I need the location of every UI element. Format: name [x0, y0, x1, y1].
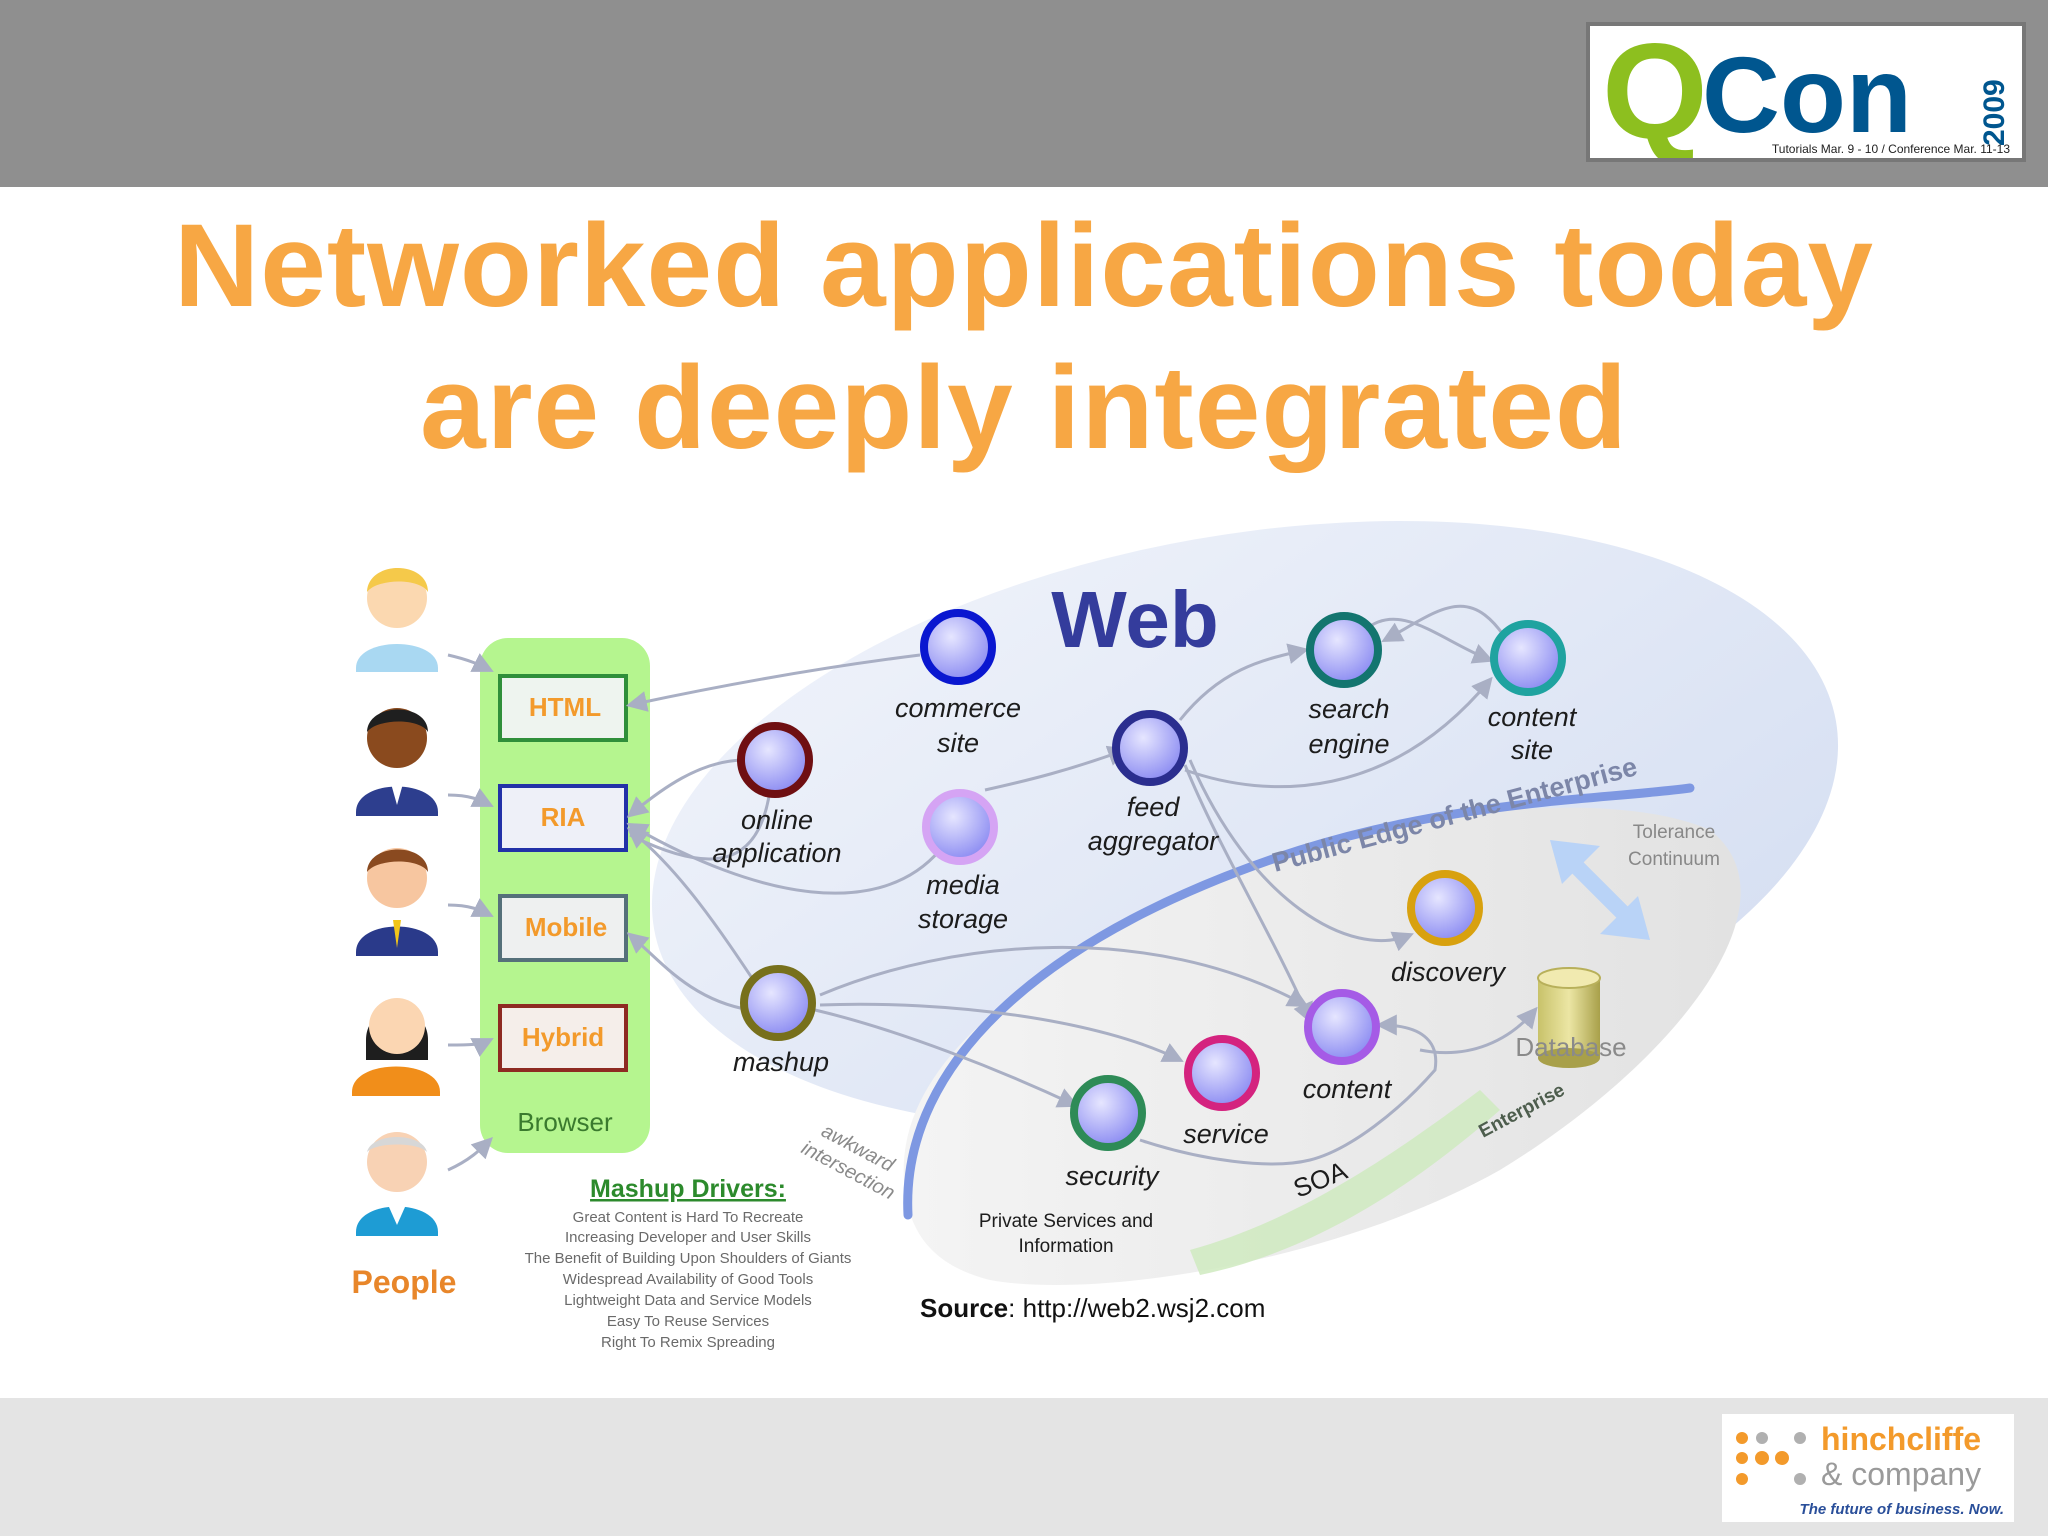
node-search-engine [1306, 612, 1382, 688]
browser-item-html: HTML [529, 692, 601, 722]
mashup-driver-4: Widespread Availability of Good Tools [563, 1271, 813, 1288]
tolerance-label-1: Tolerance [1633, 822, 1715, 843]
node-label-search-engine-1: search [1308, 694, 1389, 724]
node-discovery [1407, 870, 1483, 946]
node-label-content-site-1: content [1488, 702, 1578, 732]
node-service [1184, 1035, 1260, 1111]
mashup-driver-3: The Benefit of Building Upon Shoulders o… [525, 1250, 852, 1267]
person-icon-4 [352, 998, 440, 1096]
mashup-driver-2: Increasing Developer and User Skills [565, 1229, 811, 1246]
connection-lines [447, 604, 1538, 1172]
qcon-logo-dates: Tutorials Mar. 9 - 10 / Conference Mar. … [1772, 142, 2010, 156]
node-label-feed-aggregator-1: feed [1127, 792, 1181, 822]
node-mashup [740, 965, 816, 1041]
node-label-online-application-2: application [712, 838, 841, 868]
slide-title-line-2: are deeply integrated [420, 342, 1628, 474]
person-icon-1 [356, 568, 438, 672]
browser-box-ria [498, 784, 628, 852]
hinchcliffe-dots-inner [1736, 1432, 1806, 1485]
node-label-media-storage-2: storage [918, 904, 1008, 934]
qcon-logo-year: 2009 [1978, 79, 2011, 146]
node-label-content: content [1303, 1074, 1393, 1104]
tolerance-arrow [1550, 840, 1650, 940]
mashup-driver-5: Lightweight Data and Service Models [564, 1292, 812, 1309]
node-security [1070, 1075, 1146, 1151]
web-label: Web [1051, 575, 1218, 664]
node-label-search-engine-2: engine [1308, 729, 1389, 759]
hinchcliffe-tagline: The future of business. Now. [1800, 1501, 2004, 1518]
source-url: : http://web2.wsj2.com [1008, 1293, 1265, 1323]
node-label-feed-aggregator-2: aggregator [1088, 826, 1220, 856]
qcon-logo-q: Q [1602, 26, 1708, 158]
node-label-content-site-2: site [1511, 735, 1553, 765]
tolerance-label-2: Continuum [1628, 849, 1720, 870]
qcon-logo-word: Con [1702, 34, 1912, 155]
source-citation: Source: http://web2.wsj2.com [920, 1293, 1265, 1323]
person-icon-3 [356, 848, 438, 956]
hinchcliffe-line-2: & company [1821, 1456, 1981, 1492]
node-label-security: security [1065, 1161, 1160, 1191]
browser-box-html [498, 674, 628, 742]
hinchcliffe-logo: hinchcliffe & company The future of busi… [1722, 1414, 2014, 1522]
slide-title-line-1: Networked applications today [174, 200, 1874, 332]
node-label-mashup: mashup [733, 1047, 829, 1077]
browser-item-ria: RIA [541, 802, 586, 832]
people-label: People [352, 1264, 457, 1300]
hinchcliffe-line-1: hinchcliffe [1821, 1421, 1981, 1457]
mashup-driver-1: Great Content is Hard To Recreate [573, 1209, 804, 1226]
browser-item-hybrid: Hybrid [522, 1022, 604, 1052]
node-label-online-application-1: online [741, 805, 813, 835]
browser-box-hybrid [498, 1004, 628, 1072]
browser-label: Browser [517, 1107, 613, 1137]
node-label-media-storage-1: media [926, 870, 1000, 900]
mashup-driver-7: Right To Remix Spreading [601, 1334, 775, 1351]
person-icon-5 [356, 1132, 438, 1236]
footer-bar [0, 1398, 2048, 1536]
node-label-discovery: discovery [1391, 957, 1507, 987]
private-services-label-1: Private Services and [979, 1211, 1153, 1232]
database-label: Database [1515, 1032, 1626, 1062]
node-label-commerce-site-2: site [937, 728, 979, 758]
database-icon [1537, 967, 1601, 1068]
source-bold: Source [920, 1293, 1008, 1323]
node-content-site [1490, 620, 1566, 696]
node-label-service: service [1183, 1119, 1269, 1149]
person-icon-2 [356, 708, 438, 816]
browser-item-mobile: Mobile [525, 912, 607, 942]
private-services-label-2: Information [1018, 1236, 1113, 1257]
qcon-logo: Q Con 2009 Tutorials Mar. 9 - 10 / Confe… [1586, 15, 2026, 167]
node-media-storage [922, 789, 998, 865]
node-content [1304, 989, 1380, 1065]
node-feed-aggregator [1112, 710, 1188, 786]
mashup-drivers-title: Mashup Drivers: [590, 1175, 786, 1203]
node-commerce-site [920, 609, 996, 685]
public-edge-curve [903, 783, 1695, 1220]
mashup-driver-6: Easy To Reuse Services [607, 1313, 769, 1330]
soa-band [1190, 1090, 1500, 1275]
node-online-application [737, 722, 813, 798]
node-label-commerce-site-1: commerce [895, 693, 1021, 723]
browser-box-mobile [498, 894, 628, 962]
